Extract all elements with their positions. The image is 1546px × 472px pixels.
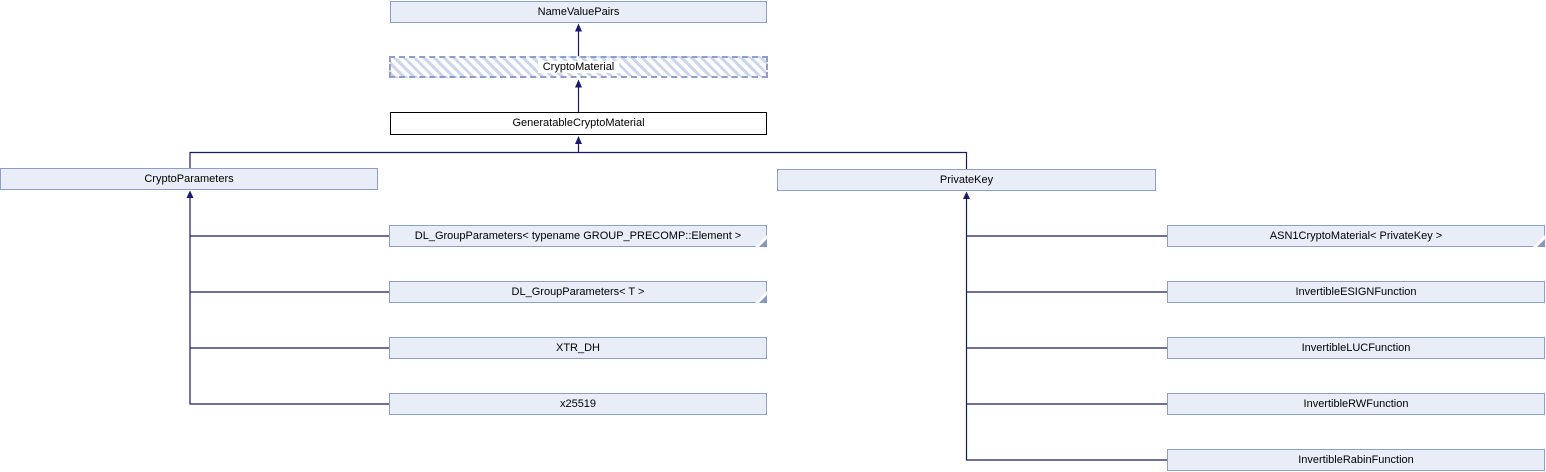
class-node-x25519[interactable]: x25519 bbox=[389, 393, 767, 415]
class-node-invertiblerwfunction[interactable]: InvertibleRWFunction bbox=[1167, 393, 1545, 415]
class-label: GeneratableCryptoMaterial bbox=[512, 117, 645, 129]
class-node-cryptomaterial[interactable]: CryptoMaterial bbox=[389, 56, 768, 78]
truncated-corner-icon bbox=[759, 295, 767, 303]
class-label: CryptoMaterial bbox=[537, 61, 620, 73]
truncated-corner-icon bbox=[759, 239, 767, 247]
class-label: DL_GroupParameters< T > bbox=[511, 286, 645, 298]
class-label: PrivateKey bbox=[939, 174, 994, 186]
class-label: InvertibleESIGNFunction bbox=[1295, 286, 1417, 298]
class-label: InvertibleRWFunction bbox=[1303, 398, 1409, 410]
class-label: ASN1CryptoMaterial< PrivateKey > bbox=[1269, 230, 1443, 242]
class-node-namevaluepairs[interactable]: NameValuePairs bbox=[390, 1, 767, 23]
class-node-invertiblelucfunction[interactable]: InvertibleLUCFunction bbox=[1167, 337, 1545, 359]
class-label: DL_GroupParameters< typename GROUP_PRECO… bbox=[414, 230, 742, 242]
class-node-invertibleesignfunction[interactable]: InvertibleESIGNFunction bbox=[1167, 281, 1545, 303]
class-label: x25519 bbox=[559, 398, 597, 410]
class-node-cryptoparameters[interactable]: CryptoParameters bbox=[0, 168, 378, 190]
class-node-dl-groupparameters-t[interactable]: DL_GroupParameters< T > bbox=[389, 281, 767, 303]
class-label: XTR_DH bbox=[555, 342, 600, 354]
class-node-privatekey[interactable]: PrivateKey bbox=[777, 169, 1156, 191]
class-node-xtr-dh[interactable]: XTR_DH bbox=[389, 337, 767, 359]
class-label: NameValuePairs bbox=[537, 6, 620, 18]
class-label: InvertibleLUCFunction bbox=[1301, 342, 1411, 354]
class-label: InvertibleRabinFunction bbox=[1298, 454, 1414, 466]
class-node-generatablecryptomaterial: GeneratableCryptoMaterial bbox=[390, 112, 767, 135]
class-node-invertiblerabinfunction[interactable]: InvertibleRabinFunction bbox=[1167, 449, 1545, 471]
class-label: CryptoParameters bbox=[144, 173, 234, 185]
arrowheads bbox=[186, 23, 970, 199]
class-node-asn1cryptomaterial[interactable]: ASN1CryptoMaterial< PrivateKey > bbox=[1167, 225, 1545, 247]
class-node-dl-groupparameters-precomp[interactable]: DL_GroupParameters< typename GROUP_PRECO… bbox=[389, 225, 767, 247]
truncated-corner-icon bbox=[1537, 239, 1545, 247]
